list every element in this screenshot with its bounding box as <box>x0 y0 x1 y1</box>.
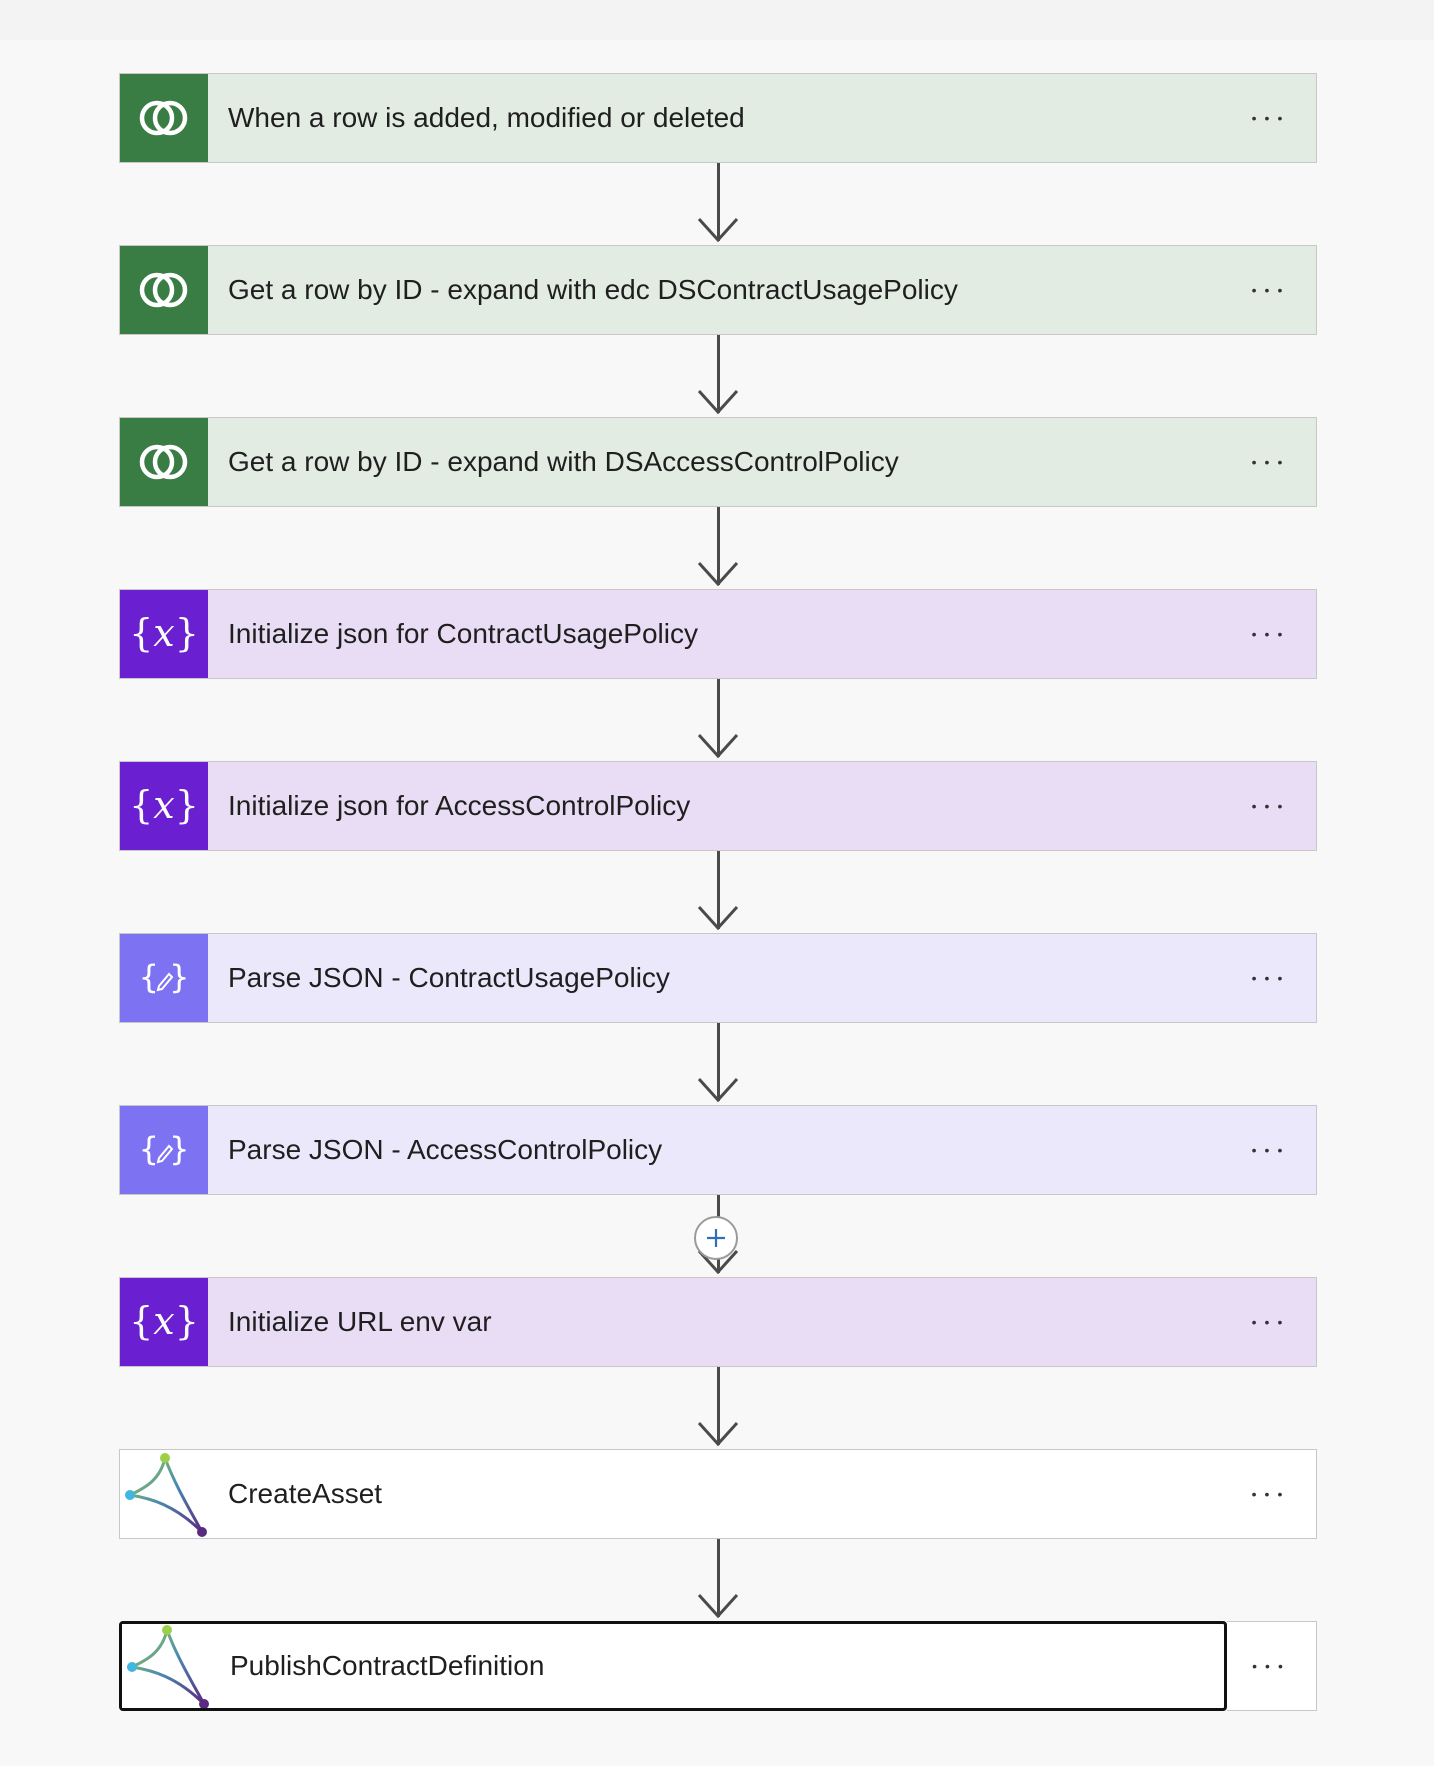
step-init-json-access-control[interactable]: {x} Initialize json for AccessControlPol… <box>119 761 1317 851</box>
more-options-button[interactable]: ••• <box>1251 798 1291 814</box>
insert-step-button[interactable] <box>694 1216 738 1260</box>
step-title: Get a row by ID - expand with DSAccessCo… <box>228 446 899 477</box>
dataverse-icon <box>120 246 208 334</box>
step-parse-json-contract-usage[interactable]: { } Parse JSON - ContractUsagePolicy ••• <box>119 933 1317 1023</box>
more-options-button[interactable]: ••• <box>1251 1142 1291 1158</box>
step-title: CreateAsset <box>228 1478 383 1509</box>
more-options-button[interactable]: ••• <box>1227 1621 1317 1711</box>
svg-text:{x}: {x} <box>129 611 199 655</box>
plus-icon <box>707 1229 725 1247</box>
selected-step-card[interactable]: PublishContractDefinition <box>119 1621 1227 1711</box>
more-options-button[interactable]: ••• <box>1251 282 1291 298</box>
dataverse-icon <box>120 74 208 162</box>
step-title: When a row is added, modified or deleted <box>228 102 745 133</box>
step-get-row-access-control[interactable]: Get a row by ID - expand with DSAccessCo… <box>119 417 1317 507</box>
step-title: Initialize json for ContractUsagePolicy <box>228 618 698 649</box>
more-options-button[interactable]: ••• <box>1251 970 1291 986</box>
more-options-button[interactable]: ••• <box>1251 626 1291 642</box>
flow-connector-arrow <box>697 163 739 245</box>
flow-connector-arrow <box>697 851 739 933</box>
svg-text:{ }: { } <box>139 1130 189 1168</box>
flow-connector-arrow <box>697 507 739 589</box>
step-parse-json-access-control[interactable]: { } Parse JSON - AccessControlPolicy ••• <box>119 1105 1317 1195</box>
more-options-button[interactable]: ••• <box>1251 110 1291 126</box>
flow-canvas: When a row is added, modified or deleted… <box>0 40 1434 1766</box>
step-title: PublishContractDefinition <box>230 1650 545 1681</box>
more-options-button[interactable]: ••• <box>1251 1486 1291 1502</box>
flow-connector-arrow <box>697 1023 739 1105</box>
step-title: Parse JSON - ContractUsagePolicy <box>228 962 670 993</box>
custom-connector-icon <box>120 1450 208 1538</box>
variable-icon: {x} <box>120 1278 208 1366</box>
more-options-button[interactable]: ••• <box>1251 454 1291 470</box>
step-init-url-env-var[interactable]: {x} Initialize URL env var ••• <box>119 1277 1317 1367</box>
step-title: Initialize URL env var <box>228 1306 492 1337</box>
step-title: Initialize json for AccessControlPolicy <box>228 790 691 821</box>
step-create-asset[interactable]: CreateAsset ••• <box>119 1449 1317 1539</box>
custom-connector-icon <box>122 1624 210 1708</box>
svg-text:{x}: {x} <box>129 783 199 827</box>
svg-text:{x}: {x} <box>129 1299 199 1343</box>
step-get-row-contract-usage[interactable]: Get a row by ID - expand with edc DSCont… <box>119 245 1317 335</box>
flow-connector-arrow <box>697 1539 739 1621</box>
step-when-row-added[interactable]: When a row is added, modified or deleted… <box>119 73 1317 163</box>
flow-connector-arrow <box>697 1367 739 1449</box>
variable-icon: {x} <box>120 590 208 678</box>
flow-connector-arrow <box>697 679 739 761</box>
parse-json-icon: { } <box>120 1106 208 1194</box>
step-title: Parse JSON - AccessControlPolicy <box>228 1134 663 1165</box>
flow-connector-arrow <box>697 335 739 417</box>
svg-text:{ }: { } <box>139 958 189 996</box>
step-publish-contract-definition[interactable]: PublishContractDefinition ••• <box>119 1621 1317 1711</box>
more-options-button[interactable]: ••• <box>1251 1314 1291 1330</box>
parse-json-icon: { } <box>120 934 208 1022</box>
dataverse-icon <box>120 418 208 506</box>
variable-icon: {x} <box>120 762 208 850</box>
step-init-json-contract-usage[interactable]: {x} Initialize json for ContractUsagePol… <box>119 589 1317 679</box>
step-title: Get a row by ID - expand with edc DSCont… <box>228 274 958 305</box>
